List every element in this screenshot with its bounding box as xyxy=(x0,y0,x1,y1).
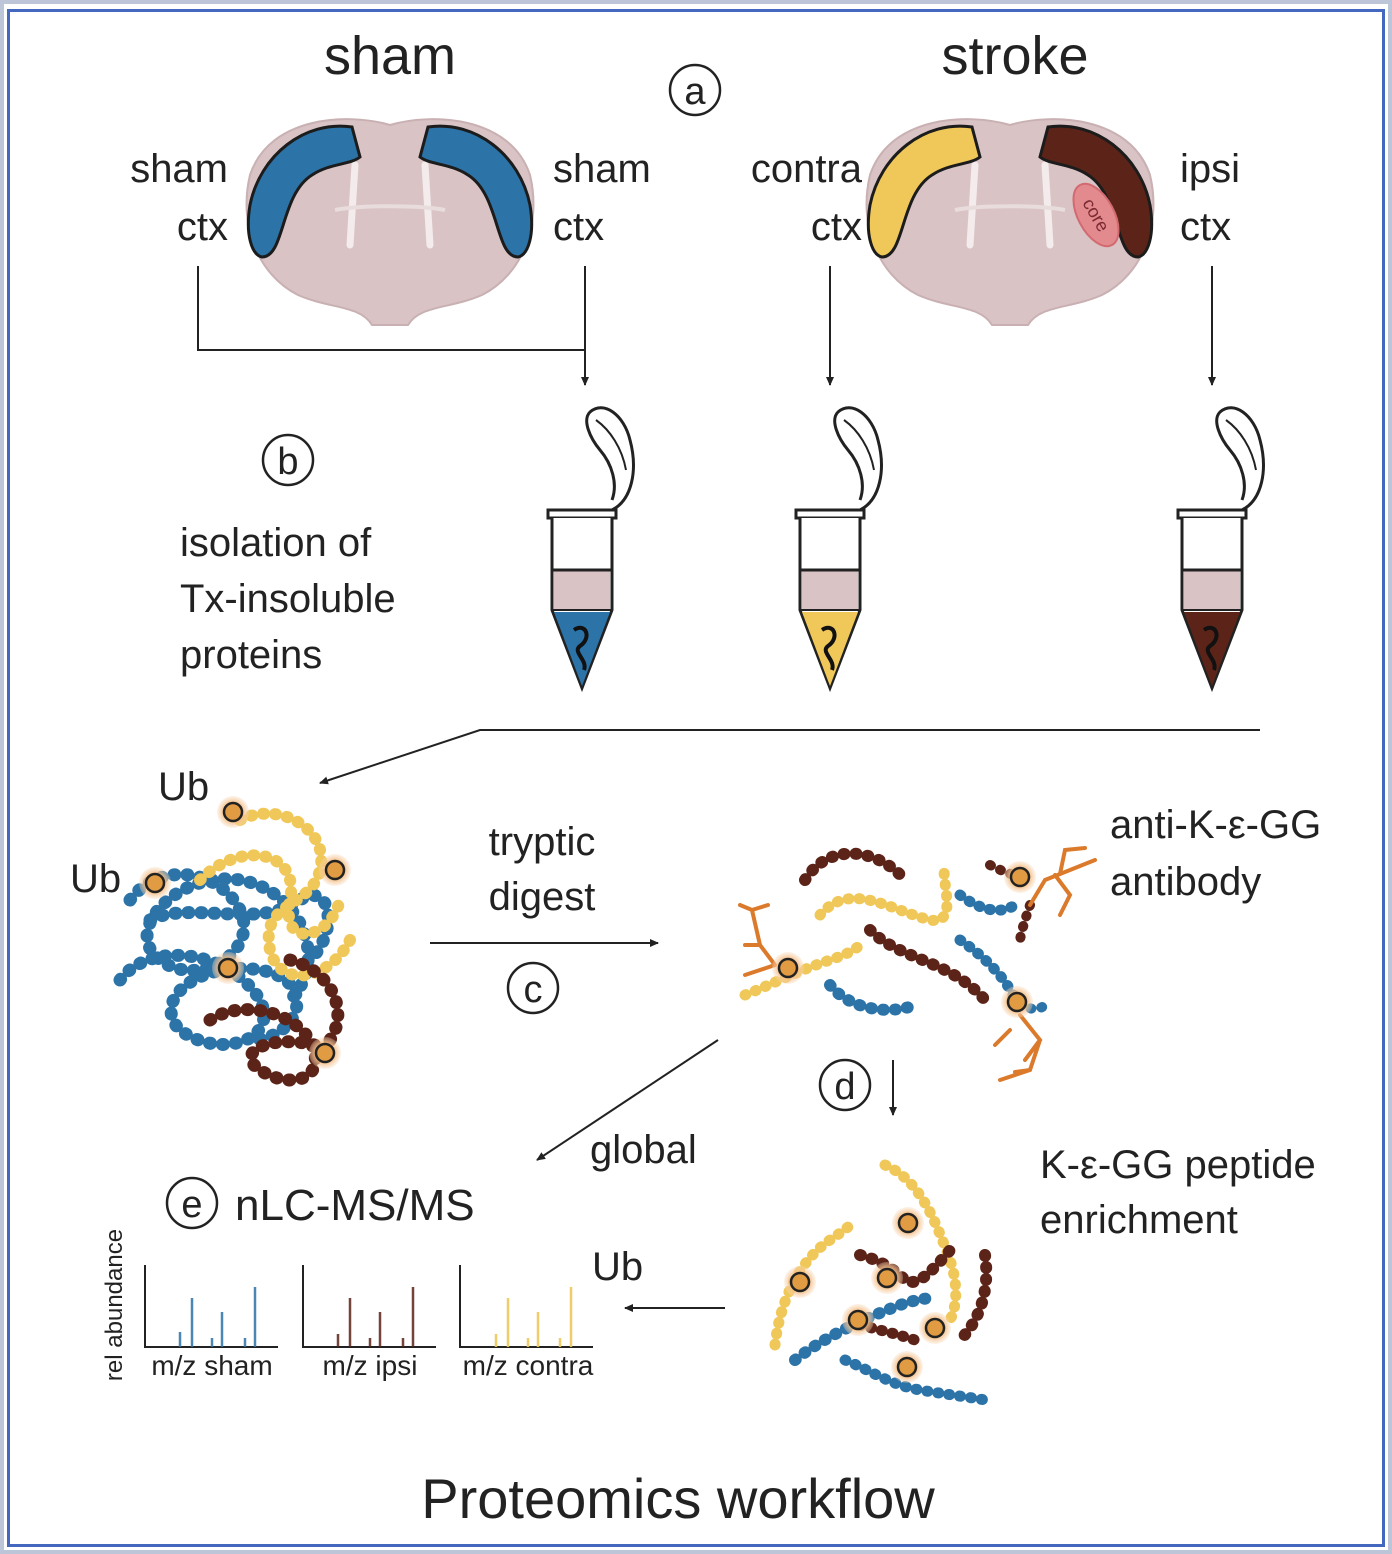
isolation-text-3: proteins xyxy=(180,633,322,677)
isolation-text-2: Tx-insoluble xyxy=(180,577,396,621)
step-c-marker: c xyxy=(506,961,560,1015)
step-b-label: b xyxy=(277,441,298,483)
spectrum-sham-label: m/z sham xyxy=(151,1350,272,1381)
infarct-core xyxy=(1072,182,1120,248)
tube-ipsi xyxy=(1176,406,1265,690)
spectrum-ipsi-label: m/z ipsi xyxy=(323,1350,418,1381)
antibody-text-1: anti-K-ε-GG xyxy=(1110,803,1321,847)
tryptic-peptides xyxy=(739,847,1050,1016)
step-d-label: d xyxy=(834,1066,855,1108)
antibody-text-2: antibody xyxy=(1110,860,1261,904)
step-c-label: c xyxy=(524,969,543,1011)
label-contra: contra xyxy=(751,147,863,191)
header-sham: sham xyxy=(324,26,456,86)
spectrum-ipsi: m/z ipsi xyxy=(302,1265,436,1381)
rel-abundance-label: rel abundance xyxy=(101,1229,128,1381)
tryptic-text-2: digest xyxy=(489,875,596,919)
sham-pool-arrow xyxy=(197,266,589,386)
step-e-marker: e xyxy=(165,1176,219,1230)
nlc-ms-text: nLC-MS/MS xyxy=(235,1181,475,1230)
label-ctx-left: ctx xyxy=(177,205,228,249)
tryptic-text-1: tryptic xyxy=(489,820,596,864)
enrichment-text-1: K-ε-GG peptide xyxy=(1040,1143,1316,1187)
global-arrow xyxy=(536,1039,719,1161)
tubes-to-aggregate-arrow xyxy=(319,729,1260,785)
spectrum-sham: m/z sham xyxy=(144,1265,278,1381)
label-ctx-right: ctx xyxy=(553,205,604,249)
step-a-marker: a xyxy=(668,63,722,117)
isolation-text-1: isolation of xyxy=(180,521,372,565)
label-sham-left: sham xyxy=(130,147,228,191)
spectrum-contra-label: m/z contra xyxy=(463,1350,594,1381)
label-ipsi-ctx: ctx xyxy=(1180,205,1231,249)
figure-title: Proteomics workflow xyxy=(421,1467,935,1530)
ub-sites-aggregate xyxy=(139,796,351,1069)
enriched-peptides xyxy=(769,1159,993,1406)
global-text: global xyxy=(590,1128,697,1172)
step-b-marker: b xyxy=(261,433,315,487)
insoluble-protein-aggregate xyxy=(113,807,356,1087)
ub-label-2: Ub xyxy=(70,857,121,901)
tube-sham xyxy=(546,406,635,690)
sham-brain-illustration xyxy=(247,119,534,325)
figure-border xyxy=(7,9,1385,1547)
enrichment-text-2: enrichment xyxy=(1040,1198,1238,1242)
step-d-marker: d xyxy=(818,1058,872,1112)
stroke-brain-illustration: core xyxy=(867,119,1154,325)
ub-sites-enriched xyxy=(784,1207,951,1383)
label-contra-ctx: ctx xyxy=(811,205,862,249)
step-a-label: a xyxy=(684,71,706,113)
step-e-label: e xyxy=(181,1184,202,1226)
spectrum-contra: m/z contra xyxy=(459,1265,594,1381)
ub-arrow-label: Ub xyxy=(592,1245,643,1289)
tube-contra xyxy=(794,406,883,690)
label-sham-right: sham xyxy=(553,147,651,191)
header-stroke: stroke xyxy=(941,26,1088,86)
antibodies xyxy=(738,846,1097,1082)
ub-sites-peptides xyxy=(772,861,1036,1018)
ub-label-1: Ub xyxy=(158,765,209,809)
label-ipsi: ipsi xyxy=(1180,147,1240,191)
